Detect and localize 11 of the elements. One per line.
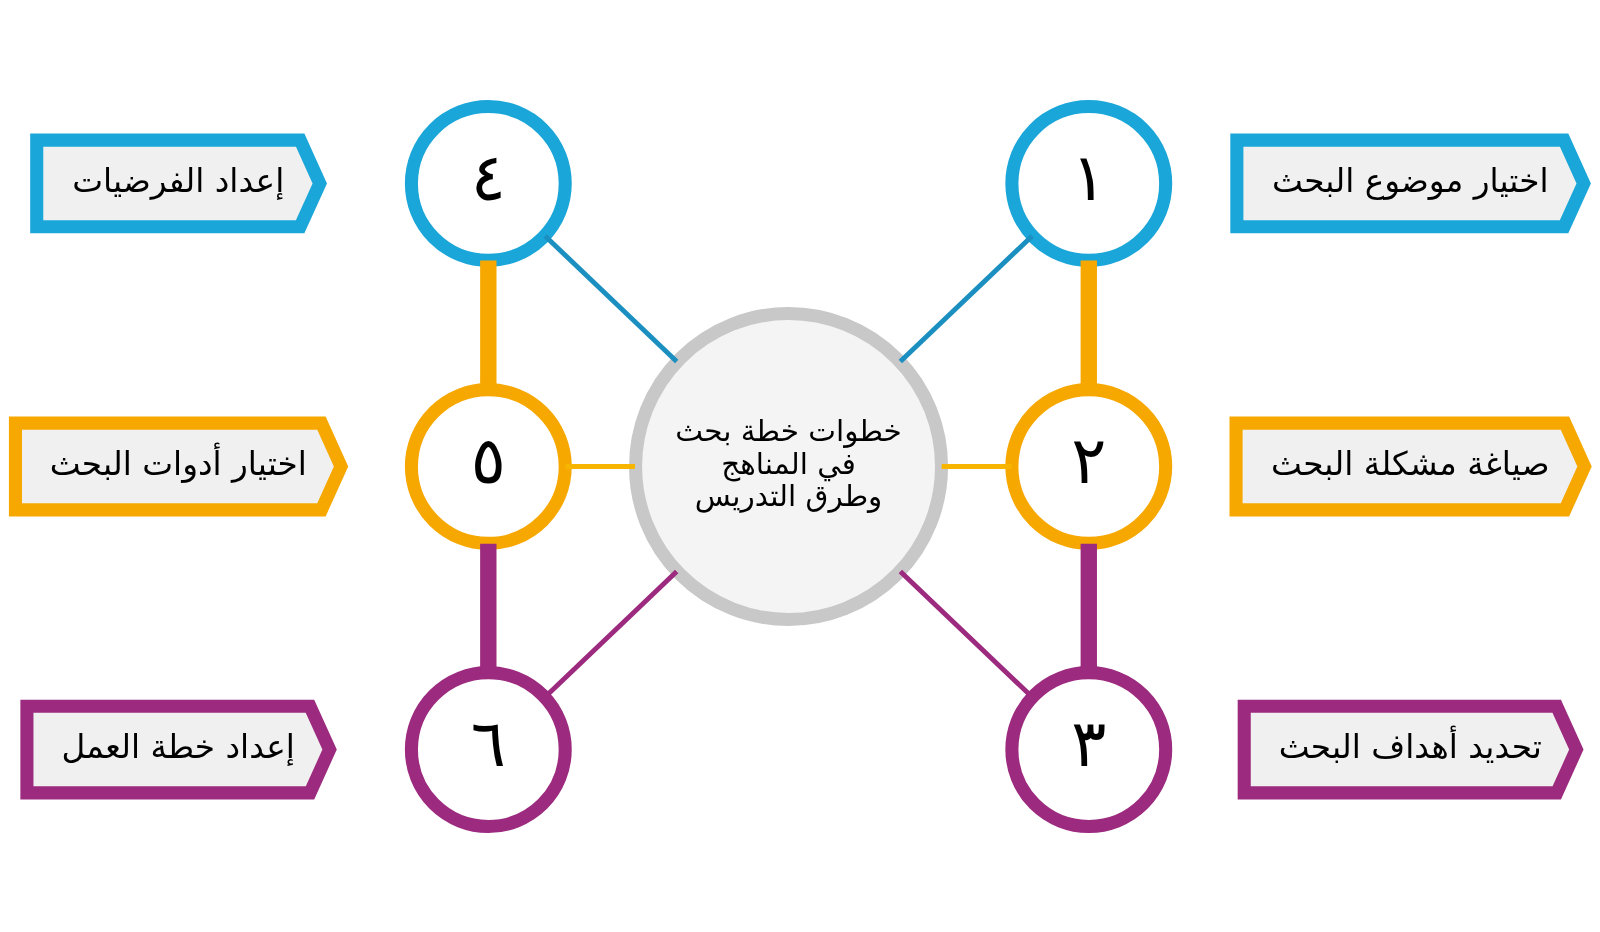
node-circle: ٣ xyxy=(1005,665,1173,833)
node-circle: ٦ xyxy=(404,665,572,833)
connector xyxy=(941,463,1012,469)
connector xyxy=(565,463,635,469)
node-circle: ٥ xyxy=(404,382,572,550)
node-circle: ٢ xyxy=(1005,382,1173,550)
node-circle: خطوات خطة بحث في المناهج وطرق التدريس xyxy=(629,306,949,626)
node-circle: ١ xyxy=(1005,99,1173,267)
connector xyxy=(543,233,679,363)
node-circle: ٤ xyxy=(404,99,572,267)
connector xyxy=(898,233,1034,363)
